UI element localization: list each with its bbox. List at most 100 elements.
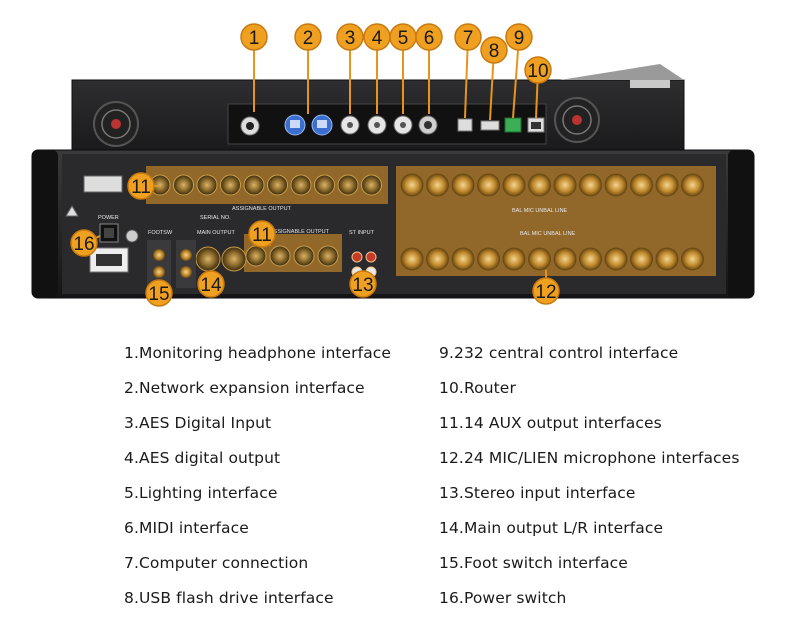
mic-combo-connector (478, 248, 500, 270)
aux-output-xlr-connector (362, 175, 382, 195)
legend-column-left: 1.Monitoring headphone interface 2.Netwo… (124, 336, 391, 616)
mic-combo-connector (401, 174, 423, 196)
legend-column-right: 9.232 central control interface 10.Route… (439, 336, 740, 616)
callout-marker: 9 (506, 24, 532, 50)
legend-item: 14.Main output L/R interface (439, 511, 740, 546)
mic-combo-connector (580, 174, 602, 196)
mic-combo-connector (554, 174, 576, 196)
legend-item: 15.Foot switch interface (439, 546, 740, 581)
panel-label-bal-mic-top: BAL MIC UNBAL LINE (512, 208, 568, 214)
callout-marker: 5 (390, 24, 416, 50)
power-inlet-icon (90, 248, 128, 272)
panel-label-assignable-output-top: ASSIGNABLE OUTPUT (232, 206, 292, 212)
aux-output-xlr-connector (221, 175, 241, 195)
legend-item: 12.24 MIC/LIEN microphone interfaces (439, 441, 740, 476)
panel-label-assignable-output-mid: ASSIGNABLE OUTPUT (270, 229, 330, 235)
legend-item: 6.MIDI interface (124, 511, 391, 546)
mic-combo-connector (427, 248, 449, 270)
legend-item: 8.USB flash drive interface (124, 581, 391, 616)
mic-combo-connector (452, 248, 474, 270)
legend-item: 5.Lighting interface (124, 476, 391, 511)
mic-combo-connector (580, 248, 602, 270)
mic-combo-connector (656, 248, 678, 270)
callout-number: 16 (73, 234, 94, 255)
callout-marker: 16 (71, 230, 97, 256)
callout-marker: 7 (455, 24, 481, 50)
callout-marker: 4 (364, 24, 390, 50)
legend-item: 1.Monitoring headphone interface (124, 336, 391, 371)
aux-output-xlr-connector (291, 175, 311, 195)
legend-item: 16.Power switch (439, 581, 740, 616)
headphone-jack-icon (241, 117, 259, 135)
legend-item: 10.Router (439, 371, 740, 406)
callout-number: 5 (398, 28, 409, 49)
callout-number: 3 (345, 28, 356, 49)
panel-label-serial-no: SERIAL NO. (200, 215, 231, 221)
assignable-output-xlr-connector (246, 246, 266, 266)
panel-label-footsw: FOOTSW (148, 230, 173, 236)
router-port-icon (528, 118, 544, 132)
assignable-output-xlr-connector (318, 246, 338, 266)
aux-output-xlr-connector (197, 175, 217, 195)
usb-a-port-icon (481, 121, 499, 130)
midi-port-icon (419, 116, 437, 134)
panel-label-power: POWER (98, 215, 119, 221)
legend-item: 4.AES digital output (124, 441, 391, 476)
callout-marker: 12 (533, 278, 559, 304)
legend: 1.Monitoring headphone interface 2.Netwo… (0, 336, 790, 626)
panel-label-main-output: MAIN OUTPUT (197, 230, 236, 236)
mic-combo-connector (503, 248, 525, 270)
callout-number: 12 (535, 282, 556, 303)
callout-number: 14 (200, 275, 222, 296)
callout-number: 10 (527, 61, 548, 82)
mic-combo-connector (401, 248, 423, 270)
fan-right-icon (555, 98, 599, 142)
power-switch-icon (100, 224, 118, 242)
callout-number: 11 (131, 177, 151, 198)
mic-combo-connector (631, 174, 653, 196)
callout-marker: 2 (295, 24, 321, 50)
callout-marker: 14 (198, 271, 224, 297)
assignable-output-xlr-connector (294, 246, 314, 266)
callout-marker: 13 (350, 271, 376, 297)
fan-left-icon (94, 102, 138, 146)
aux-output-xlr-connector (338, 175, 358, 195)
mic-combo-connector (452, 174, 474, 196)
legend-item: 9.232 central control interface (439, 336, 740, 371)
aux-output-xlr-connector (244, 175, 264, 195)
mic-combo-connector (529, 174, 551, 196)
panel-label-st-input: ST INPUT (349, 230, 375, 236)
aux-output-xlr-connector (315, 175, 335, 195)
mic-combo-connector (503, 174, 525, 196)
callout-number: 15 (148, 284, 169, 305)
mic-combo-connector (529, 248, 551, 270)
legend-item: 11.14 AUX output interfaces (439, 406, 740, 441)
callout-marker: 15 (146, 280, 172, 306)
mic-combo-connector (554, 248, 576, 270)
callout-number: 1 (249, 28, 260, 49)
callout-number: 4 (372, 28, 383, 49)
callout-marker: 11 (128, 173, 154, 199)
legend-item: 2.Network expansion interface (124, 371, 391, 406)
mic-combo-connector (478, 174, 500, 196)
legend-item: 3.AES Digital Input (124, 406, 391, 441)
mic-combo-connector (605, 248, 627, 270)
callout-number: 11 (252, 225, 272, 246)
legend-item: 7.Computer connection (124, 546, 391, 581)
callout-number: 8 (489, 41, 500, 62)
callout-marker: 8 (481, 37, 507, 63)
mic-combo-connector (605, 174, 627, 196)
assignable-output-xlr-connector (270, 246, 290, 266)
rs232-terminal-icon (505, 118, 521, 132)
callout-number: 9 (514, 28, 525, 49)
panel-label-bal-mic-bottom: BAL MIC UNBAL LINE (520, 231, 576, 237)
aux-output-xlr-connector (174, 175, 194, 195)
xlr-small-icon (341, 116, 412, 134)
mixer-rear-panel-diagram: ASSIGNABLE OUTPUT ASSIGNABLE OUTPUT MAIN… (0, 0, 790, 330)
mic-combo-connector (682, 174, 704, 196)
callout-marker: 11 (249, 221, 275, 247)
ground-terminal-icon (126, 230, 138, 242)
callout-number: 13 (352, 275, 373, 296)
callout-marker: 1 (241, 24, 267, 50)
